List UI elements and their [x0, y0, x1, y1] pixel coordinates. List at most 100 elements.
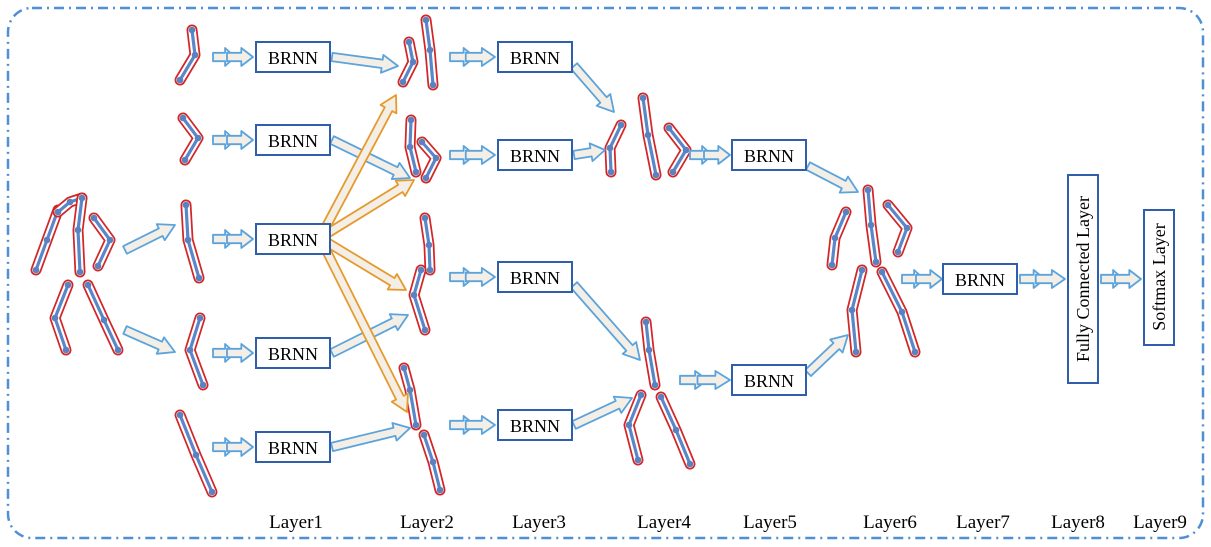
limb-icon: [663, 122, 692, 178]
limb-icon: [420, 14, 439, 91]
limb-icon: [655, 391, 696, 470]
limb-icon: [640, 316, 661, 391]
limb-icon: [398, 362, 422, 431]
arrow-icon: [703, 145, 731, 165]
brnn-box-l7: BRNN: [942, 263, 1018, 295]
arrow-icon: [315, 235, 409, 413]
layer-label: Layer1: [269, 512, 323, 533]
limb-icon: [404, 114, 422, 178]
limb-icon: [72, 192, 88, 278]
limb-icon: [49, 279, 74, 356]
layer-label: Layer8: [1051, 512, 1105, 533]
limb-icon: [623, 389, 647, 466]
limb-icon: [180, 199, 205, 284]
arrow-icon: [464, 47, 496, 67]
brnn-label: BRNN: [268, 230, 318, 250]
brnn-label: BRNN: [268, 131, 318, 151]
brnn-label: BRNN: [268, 344, 318, 364]
layer-label: Layer2: [400, 512, 454, 533]
arrow-icon: [122, 223, 176, 255]
limb-icon: [419, 212, 436, 276]
brnn-label: BRNN: [744, 371, 794, 391]
arrow-icon: [1034, 269, 1066, 289]
brnn-box-l5-2: BRNN: [731, 364, 807, 396]
limb-icon: [88, 212, 116, 272]
skeleton-icon: [826, 184, 921, 358]
arrow-icon: [464, 415, 496, 435]
arrow-icon: [226, 229, 254, 249]
arrow-icon: [464, 145, 496, 165]
arrow-icon: [572, 142, 606, 163]
limb-icon: [637, 92, 662, 181]
limb-icon: [876, 266, 921, 358]
limb-icon: [826, 206, 852, 271]
brnn-box-l1-1: BRNN: [255, 41, 331, 73]
limb-icon: [174, 24, 201, 86]
limb-icon: [30, 204, 64, 276]
brnn-label: BRNN: [744, 146, 794, 166]
arrow-icon: [569, 62, 615, 113]
outer-frame: [6, 6, 1205, 540]
brnn-box-l3-4: BRNN: [497, 409, 573, 441]
limb-icon: [846, 264, 868, 358]
arrow-icon: [1114, 269, 1142, 289]
brnn-label: BRNN: [510, 48, 560, 68]
arrow-icon: [226, 47, 254, 67]
arrow-icon: [316, 233, 407, 291]
layer-label: Layer5: [743, 512, 797, 533]
limb-icon: [416, 136, 442, 184]
limb-icon: [177, 112, 204, 166]
layer-label: Layer4: [637, 512, 691, 533]
layer-label: Layer9: [1133, 512, 1187, 533]
arrow-icon: [330, 422, 411, 452]
brnn-label: BRNN: [268, 48, 318, 68]
arrow-icon: [805, 161, 859, 194]
arrow-icon: [226, 343, 254, 363]
brnn-box-l3-2: BRNN: [497, 139, 573, 171]
fully-connected-layer-box: Fully Connected Layer: [1067, 174, 1099, 384]
softmax-layer-box: Softmax Layer: [1143, 209, 1175, 346]
limb-icon: [174, 409, 218, 498]
limb-icon: [418, 429, 446, 496]
brnn-label: BRNN: [510, 416, 560, 436]
limb-icon: [408, 264, 431, 336]
brnn-box-l3-1: BRNN: [497, 41, 573, 73]
arrow-icon: [330, 51, 399, 74]
brnn-box-l5-1: BRNN: [731, 139, 807, 171]
limb-icon: [397, 36, 419, 88]
arrows: [122, 47, 1142, 457]
arrow-icon: [569, 281, 641, 361]
arrow-icon: [571, 395, 633, 430]
layer-labels: Layer1 Layer2 Layer3 Layer4 Layer5 Layer…: [269, 512, 1187, 533]
limb-icon: [862, 184, 882, 268]
brnn-box-l1-2: BRNN: [255, 124, 331, 156]
brnn-box-l1-5: BRNN: [255, 431, 331, 463]
limb-icon: [882, 199, 913, 258]
arrow-icon: [122, 325, 176, 355]
softmax-label: Softmax Layer: [1149, 223, 1169, 330]
body-parts: [30, 14, 921, 498]
limb-icon: [184, 312, 209, 391]
skeleton-icon: [30, 192, 124, 356]
arrow-icon: [329, 135, 411, 180]
brnn-label: BRNN: [955, 270, 1005, 290]
layer-label: Layer3: [512, 512, 566, 533]
arrow-icon: [316, 179, 415, 243]
arrow-icon: [804, 334, 849, 377]
layer-label: Layer7: [956, 512, 1010, 533]
brnn-box-l1-4: BRNN: [255, 337, 331, 369]
fully-connected-label: Fully Connected Layer: [1073, 196, 1093, 362]
brnn-label: BRNN: [268, 438, 318, 458]
brnn-boxes: BRNN BRNN BRNN BRNN BRNN BRNN BRNN BRNN: [255, 41, 1175, 463]
limb-icon: [82, 279, 124, 356]
brnn-box-l3-3: BRNN: [497, 261, 573, 293]
brnn-label: BRNN: [510, 146, 560, 166]
arrow-icon: [226, 130, 254, 150]
arrow-icon: [696, 370, 731, 390]
arrow-icon: [226, 437, 254, 457]
brnn-label: BRNN: [510, 268, 560, 288]
arrow-icon: [315, 94, 398, 241]
brnn-box-l1-3: BRNN: [255, 223, 331, 255]
limb-icon: [604, 119, 627, 178]
